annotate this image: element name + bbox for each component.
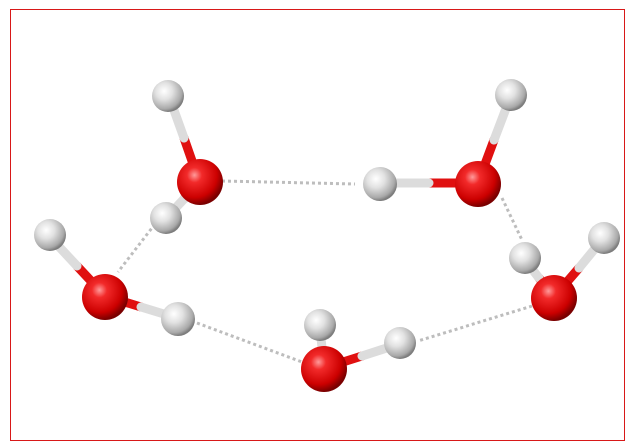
water-molecule-3 (509, 222, 620, 321)
oxygen-atom (455, 161, 501, 207)
hydrogen-atom (152, 80, 184, 112)
hydrogen-atom (363, 167, 397, 201)
hydrogen-atom (495, 79, 527, 111)
hbond-4 (196, 321, 303, 364)
hbond-3 (417, 304, 533, 343)
oxygen-atom (301, 346, 347, 392)
hydrogen-atom (304, 309, 336, 341)
hydrogen-bonds (116, 179, 533, 364)
hbond-2 (500, 197, 524, 241)
hbond-5 (116, 223, 157, 273)
hydrogen-atom (384, 327, 416, 359)
oxygen-atom (177, 159, 223, 205)
oxygen-atom (531, 275, 577, 321)
hydrogen-atom (509, 242, 541, 274)
hbond-1 (221, 179, 356, 186)
hydrogen-atom (34, 219, 66, 251)
figure-frame (10, 9, 625, 441)
hydrogen-atom (150, 202, 182, 234)
hydrogen-atom (588, 222, 620, 254)
hydrogen-atom (161, 302, 195, 336)
water-molecule-4 (301, 309, 416, 392)
water-molecule-1 (150, 80, 223, 234)
oxygen-atom (82, 274, 128, 320)
water-molecule-2 (363, 79, 527, 207)
water-molecule-5 (34, 219, 195, 336)
